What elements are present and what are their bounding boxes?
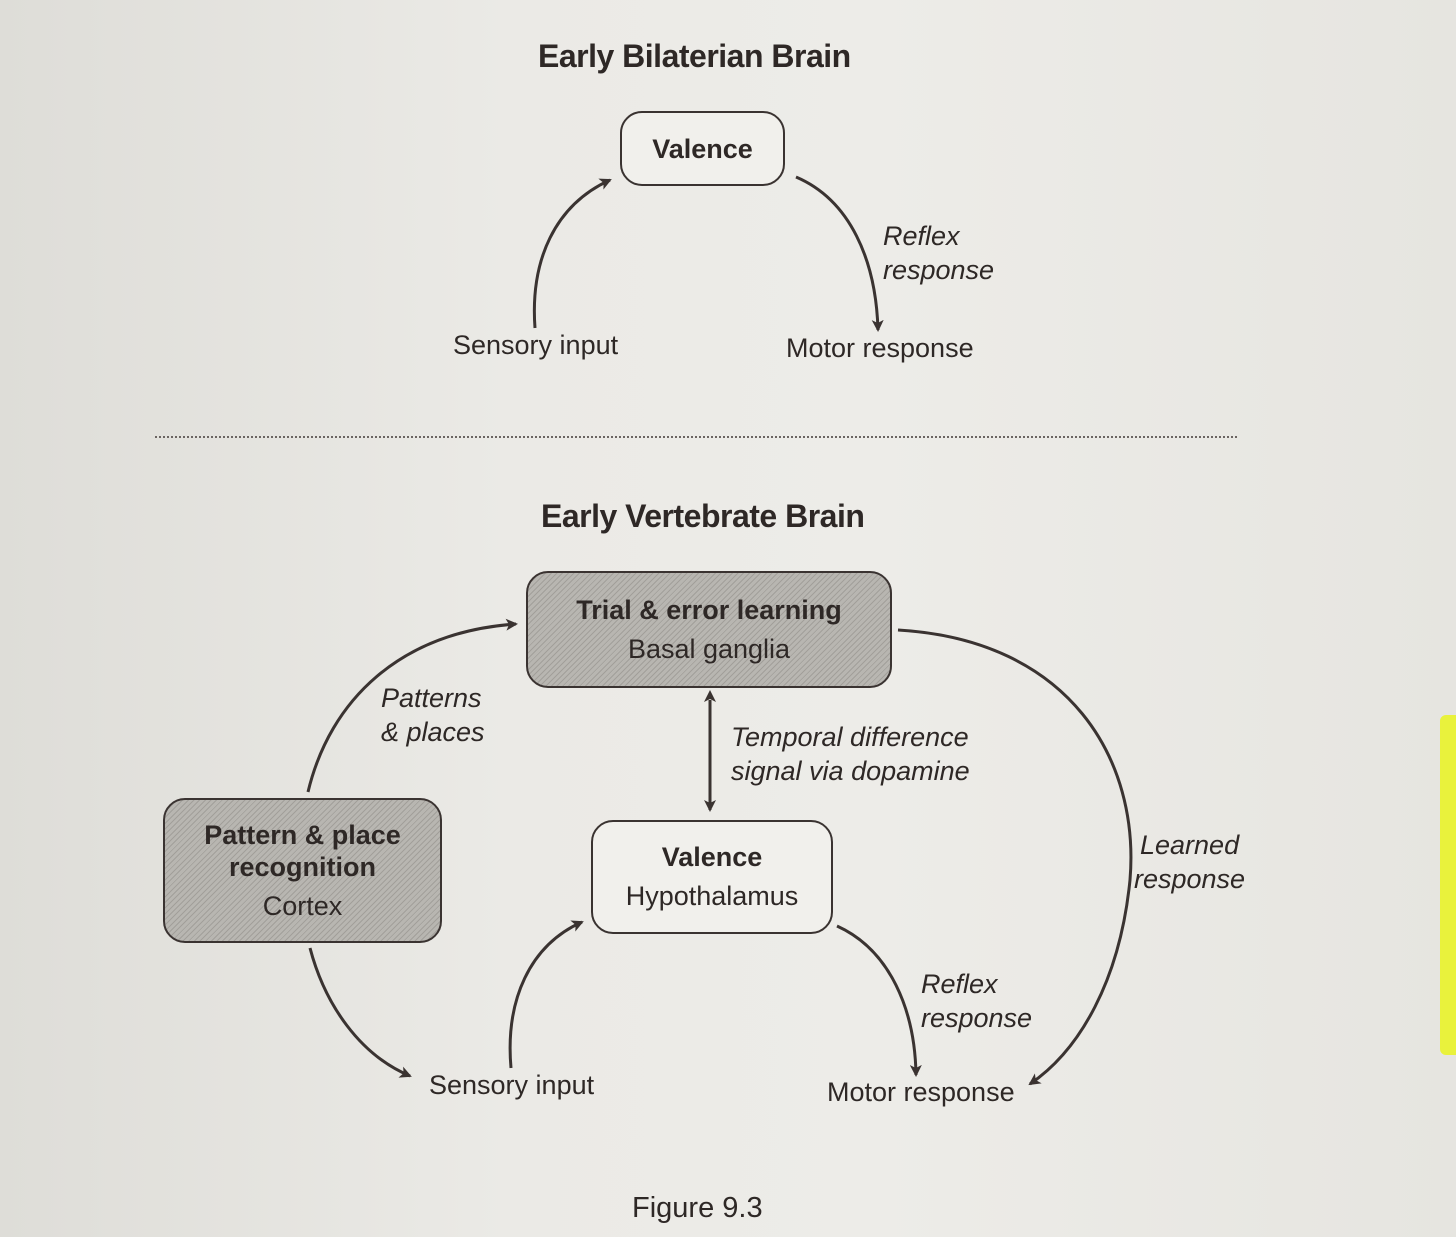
section-divider — [155, 436, 1237, 438]
temporal-label-line1: Temporal difference — [731, 722, 969, 752]
basal-ganglia-box: Trial & error learning Basal ganglia — [526, 571, 892, 688]
reflex-response-label-top: Reflex response — [883, 219, 994, 287]
basal-ganglia-box-title: Trial & error learning — [576, 594, 842, 625]
sensory-input-top: Sensory input — [453, 330, 619, 360]
hypothalamus-box-subtitle: Hypothalamus — [625, 881, 799, 911]
arrow-cortex-to-sensory — [308, 947, 412, 1078]
arrow-hypothalamus-to-motor — [836, 924, 922, 1077]
reflex-bottom-line1: Reflex — [921, 969, 998, 999]
figure-caption: Figure 9.3 — [632, 1192, 763, 1224]
arrow-valence-to-motor-top — [795, 175, 884, 332]
valence-box-top-title: Valence — [652, 133, 753, 164]
learned-label-line1: Learned — [1140, 830, 1240, 860]
reflex-label-line2: response — [883, 255, 995, 285]
valence-box-top: Valence — [620, 111, 785, 186]
arrow-sensory-to-hypothalamus — [508, 920, 584, 1069]
patterns-label-line2: & places — [381, 717, 485, 747]
learned-response-label: Learned response — [1134, 828, 1245, 896]
cortex-box-title-line1: Pattern & place — [204, 819, 401, 850]
temporal-label-line2: signal via dopamine — [731, 756, 970, 786]
highlighter-mark — [1440, 715, 1456, 1055]
arrow-learned-response — [897, 628, 1133, 1086]
patterns-places-label: Patterns & places — [381, 681, 485, 749]
reflex-label-line1: Reflex — [883, 221, 960, 251]
cortex-box: Pattern & place recognition Cortex — [163, 798, 442, 943]
reflex-response-label-bottom: Reflex response — [921, 967, 1032, 1035]
hypothalamus-box-title: Valence — [661, 842, 763, 872]
reflex-bottom-line2: response — [921, 1003, 1033, 1033]
hypothalamus-box: Valence Hypothalamus — [591, 820, 833, 934]
arrow-cortex-to-basal-ganglia — [306, 618, 518, 793]
bottom-diagram-title: Early Vertebrate Brain — [541, 498, 865, 534]
arrow-sensory-to-valence-top — [532, 178, 612, 329]
cortex-box-subtitle: Cortex — [262, 890, 343, 921]
basal-ganglia-box-subtitle: Basal ganglia — [627, 633, 791, 664]
temporal-difference-label: Temporal difference signal via dopamine — [731, 720, 970, 788]
cortex-box-title-line2: recognition — [229, 851, 376, 882]
sensory-input-bottom: Sensory input — [429, 1070, 595, 1100]
patterns-label-line1: Patterns — [381, 683, 482, 713]
motor-response-top: Motor response — [786, 333, 974, 363]
top-diagram-title: Early Bilaterian Brain — [538, 38, 851, 74]
motor-response-bottom: Motor response — [827, 1077, 1015, 1107]
learned-label-line2: response — [1134, 864, 1246, 894]
